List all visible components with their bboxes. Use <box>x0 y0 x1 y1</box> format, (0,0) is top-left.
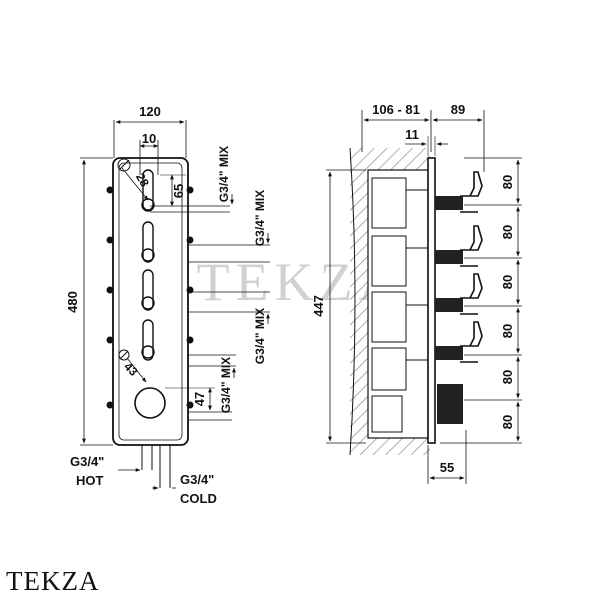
front-view <box>80 120 270 490</box>
outlet-label-1: G3/4" MIX <box>217 146 231 202</box>
dim-corner-gap: 28 <box>133 171 152 190</box>
outlet-label-4: G3/4" MIX <box>219 357 233 413</box>
dim-top-offset: 10 <box>142 131 156 146</box>
dim-projection: 89 <box>451 102 465 117</box>
cold-label: COLD <box>180 491 217 506</box>
outlet-label-2: G3/4" MIX <box>253 190 267 246</box>
hot-size-label: G3/4" <box>70 454 104 469</box>
dim-side-height: 447 <box>311 295 326 317</box>
outlet-label-3: G3/4" MIX <box>253 308 267 364</box>
dim-base-width: 55 <box>440 460 454 475</box>
dim-plate: 11 <box>405 127 419 142</box>
dim-spacing-3: 80 <box>500 275 515 289</box>
brand-logo: TEKZA <box>6 566 100 596</box>
dim-knob-offset: 47 <box>192 392 207 406</box>
dim-spacing-2: 80 <box>500 225 515 239</box>
cold-size-label: G3/4" <box>180 472 214 487</box>
dim-bottom-diameter: 43 <box>121 359 141 379</box>
dim-depth: 106 - 81 <box>372 102 420 117</box>
dim-spacing-6: 80 <box>500 415 515 429</box>
dim-spacing-4: 80 <box>500 324 515 338</box>
dim-spacing-1: 80 <box>500 175 515 189</box>
side-view <box>326 110 522 484</box>
hot-label: HOT <box>76 473 104 488</box>
dim-spacing-5: 80 <box>500 370 515 384</box>
dim-width: 120 <box>139 104 161 119</box>
dim-slot-spacing: 65 <box>171 184 186 198</box>
dim-height: 480 <box>65 291 80 313</box>
